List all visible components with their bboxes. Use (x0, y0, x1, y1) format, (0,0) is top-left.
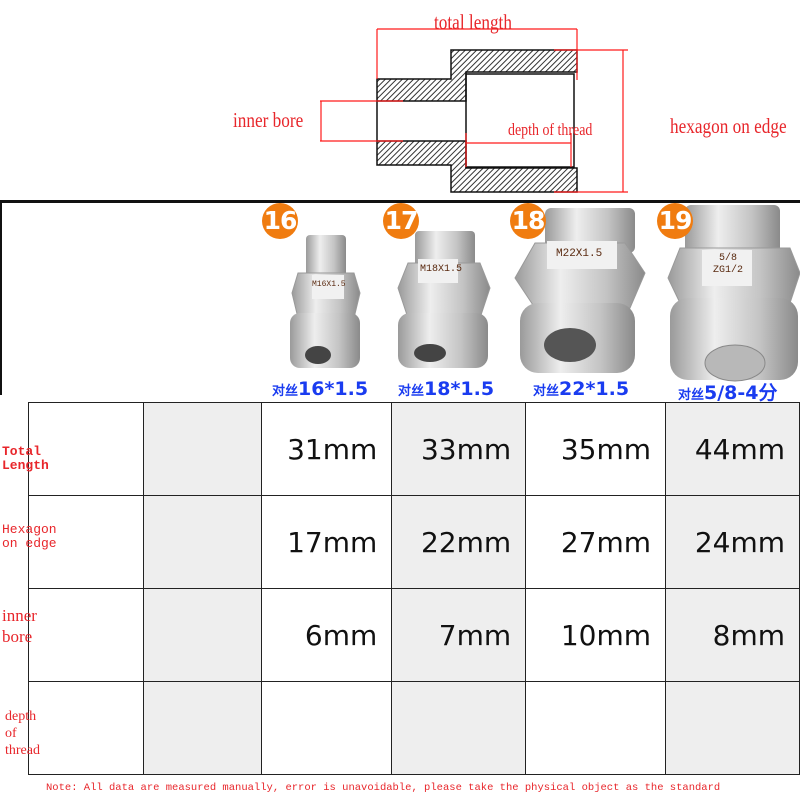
product-label-cn: 对丝 (533, 384, 560, 399)
table-cell: 33mm (391, 402, 527, 496)
depth-of-thread-label: depth of thread (508, 120, 593, 139)
fitting-cross-section (320, 28, 628, 193)
table-cell: 17mm (261, 495, 393, 589)
fitting-18 (514, 208, 646, 373)
product-number-badge: 19 (657, 203, 693, 239)
product-number-badge: 17 (383, 203, 419, 239)
divider-line (0, 200, 2, 395)
total-length-label: total length (434, 10, 512, 34)
product-label: 对丝16*1.5 (272, 378, 368, 400)
table-cell: 10mm (525, 588, 667, 682)
disclaimer-note: Note: All data are measured manually, er… (46, 782, 721, 794)
product-number-badge: 16 (262, 203, 298, 239)
marking-17: M18X1.5 (420, 264, 463, 275)
table-row: 17mm 22mm 27mm 24mm (28, 495, 800, 589)
row-label-depth-of-thread: depth of thread (5, 709, 40, 758)
table-cell: 27mm (525, 495, 667, 589)
divider-line (0, 200, 800, 203)
row-label-hexagon: Hexagon on edge (2, 522, 57, 551)
product-size: 5/8-4分 (704, 382, 778, 404)
product-label: 对丝18*1.5 (398, 378, 494, 400)
table-cell: 22mm (391, 495, 527, 589)
table-cell (391, 681, 527, 775)
marking-19: 5/8 ZG1/2 (712, 253, 743, 276)
spec-table: 31mm 33mm 35mm 44mm 17mm 22mm 27mm 24mm … (28, 402, 800, 775)
table-cell: 24mm (665, 495, 800, 589)
fitting-19 (667, 205, 800, 382)
table-cell (665, 681, 800, 775)
table-row: 31mm 33mm 35mm 44mm (28, 402, 800, 496)
fitting-16 (290, 235, 361, 368)
table-cell: 7mm (391, 588, 527, 682)
product-label-cn: 对丝 (272, 384, 299, 399)
table-cell (261, 681, 393, 775)
table-row: 6mm 7mm 10mm 8mm (28, 588, 800, 682)
fittings-illustration (290, 205, 800, 382)
product-label: 对丝5/8-4分 (678, 378, 778, 405)
hexagon-on-edge-label: hexagon on edge (670, 114, 787, 138)
table-cell: 44mm (665, 402, 800, 496)
product-number-badge: 18 (510, 203, 546, 239)
table-cell: 6mm (261, 588, 393, 682)
product-label-cn: 对丝 (398, 384, 425, 399)
row-label-total-length: Total Length (2, 444, 49, 473)
table-cell: 35mm (525, 402, 667, 496)
product-label-cn: 对丝 (678, 388, 705, 403)
table-cell (525, 681, 667, 775)
product-size: 16*1.5 (298, 378, 369, 400)
marking-18: M22X1.5 (556, 248, 603, 260)
marking-16: M16X1.5 (312, 280, 346, 289)
product-label: 对丝22*1.5 (533, 378, 629, 400)
cross-section-diagram: total length inner bore depth of thread … (0, 0, 800, 200)
product-photos: M16X1.5 M18X1.5 M22X1.5 5/8 ZG1/2 (0, 203, 800, 400)
fitting-17 (397, 231, 491, 368)
table-row (28, 681, 800, 775)
table-cell: 8mm (665, 588, 800, 682)
table-cell: 31mm (261, 402, 393, 496)
inner-bore-label: inner bore (233, 108, 304, 132)
product-size: 22*1.5 (559, 378, 630, 400)
row-label-inner-bore: inner bore (2, 606, 37, 646)
product-size: 18*1.5 (424, 378, 495, 400)
